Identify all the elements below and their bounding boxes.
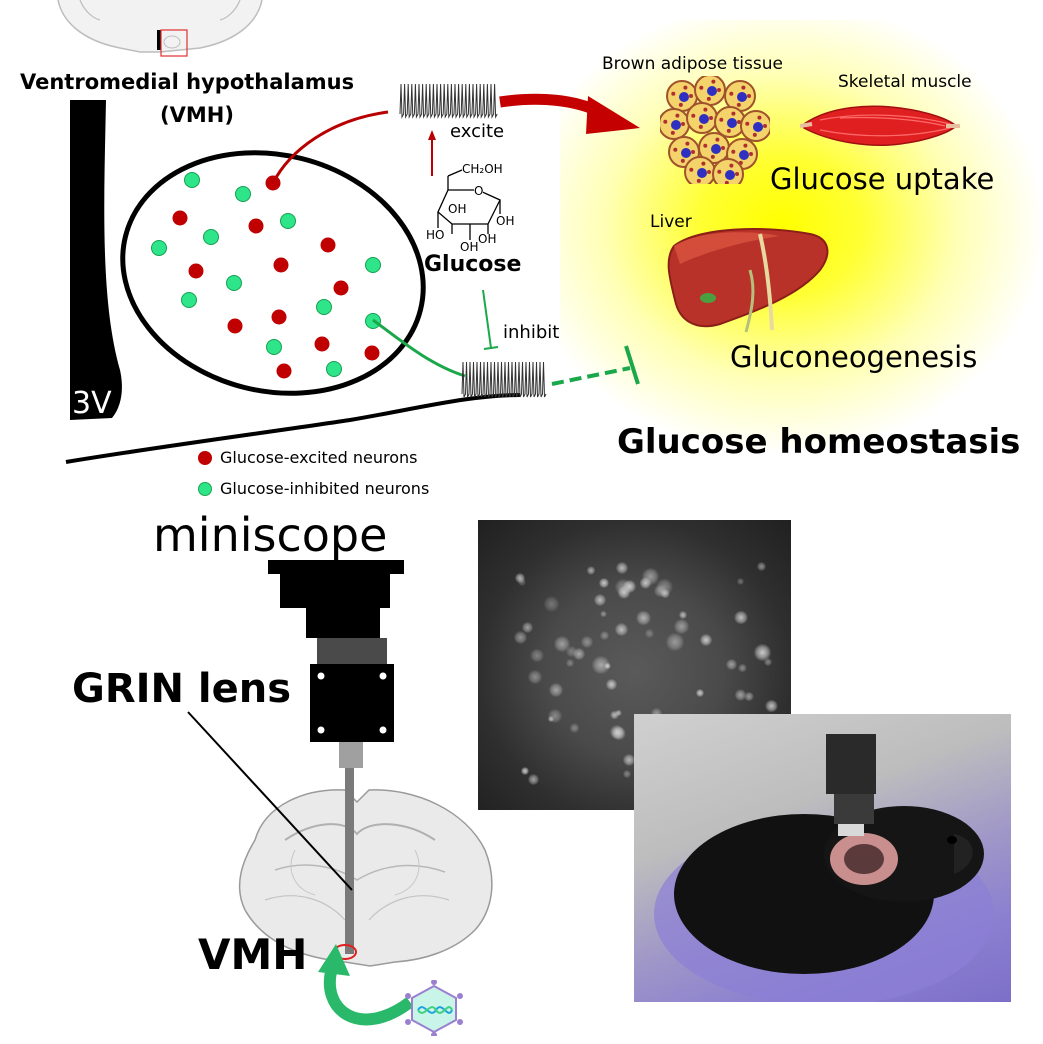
mouse-with-miniscope-photo: [634, 714, 1011, 1002]
glucose-excited-neuron: [273, 257, 289, 273]
glucose-excited-neuron: [172, 210, 188, 226]
inhibit-label: inhibit: [503, 322, 560, 343]
glucose-excited-neuron: [320, 237, 336, 253]
excite-connection: [271, 110, 389, 184]
brown-adipose-label: Brown adipose tissue: [602, 54, 783, 74]
glucose-excited-neuron: [227, 318, 243, 334]
miniscope-device: [268, 560, 404, 768]
vmh-title-line1: Ventromedial hypothalamus: [20, 70, 355, 94]
liver-icon: [667, 228, 829, 333]
glucose-inhibited-neuron: [151, 240, 167, 256]
glucose-uptake-label: Glucose uptake: [770, 162, 995, 196]
excited-dot-icon: [198, 451, 212, 465]
vmh-boundary-curve: [65, 393, 521, 464]
glucose-excited-neuron: [271, 309, 287, 325]
glucose-label: Glucose: [424, 252, 522, 277]
glucose-inhibited-neuron: [184, 172, 200, 188]
miniscope-label: miniscope: [153, 508, 388, 562]
inhibit-glucose-line: [482, 289, 492, 349]
glucose-oh-3: OH: [478, 232, 497, 246]
brown-adipose-tissue-icon: [660, 76, 770, 184]
glucose-oh-1: OH: [496, 214, 515, 228]
grin-lens-pointer: [187, 711, 353, 891]
inhibit-connection: [372, 318, 466, 378]
inhibit-output-dashed: [551, 366, 631, 386]
glucose-inhibited-neuron: [326, 361, 342, 377]
glucose-inhibited-neuron: [266, 339, 282, 355]
glucose-excited-neuron: [276, 363, 292, 379]
legend-inhibited-label: Glucose-inhibited neurons: [220, 479, 430, 498]
grin-lens-label: GRIN lens: [72, 666, 292, 712]
glucose-inhibited-neuron: [280, 213, 296, 229]
glucose-oh-4: OH: [460, 240, 479, 254]
skeletal-muscle-label: Skeletal muscle: [838, 72, 972, 92]
vmh-nucleus-ellipse: [120, 150, 426, 396]
glucose-excited-neuron: [333, 280, 349, 296]
glucose-ho: HO: [426, 228, 445, 242]
glucose-excited-neuron: [248, 218, 264, 234]
glucose-excited-neuron: [364, 345, 380, 361]
third-ventricle: [70, 100, 122, 420]
legend-excited-label: Glucose-excited neurons: [220, 448, 418, 467]
glucose-oh-2: OH: [448, 202, 467, 216]
inhibited-spike-trace: [461, 361, 547, 398]
brain-section-thumbnail: [57, 0, 263, 57]
virus-injection-arrow: [324, 966, 414, 1026]
virus-icon: [405, 980, 463, 1036]
skeletal-muscle-icon: [800, 105, 960, 146]
vmh-label: VMH: [198, 930, 308, 979]
glucose-inhibited-neuron: [226, 275, 242, 291]
inhibited-dot-icon: [198, 482, 212, 496]
glucose-inhibited-neuron: [181, 292, 197, 308]
excited-spike-trace: [399, 83, 498, 119]
ventricle-label: 3V: [72, 386, 112, 421]
excite-label: excite: [450, 121, 505, 142]
glucose-inhibited-neuron: [365, 257, 381, 273]
glucose-excited-neuron: [188, 263, 204, 279]
glucose-inhibited-neuron: [203, 229, 219, 245]
glucose-ring-o: O: [474, 184, 484, 198]
liver-label: Liver: [650, 212, 692, 232]
vmh-title-line2: (VMH): [160, 103, 234, 127]
grin-lens-rod: [345, 768, 354, 954]
glucose-inhibited-neuron: [235, 186, 251, 202]
glucose-excited-neuron: [314, 336, 330, 352]
gluconeogenesis-label: Gluconeogenesis: [730, 340, 978, 374]
glucose-ch2oh: CH₂OH: [462, 162, 503, 176]
glucose-inhibited-neuron: [316, 299, 332, 315]
glucose-homeostasis-label: Glucose homeostasis: [617, 422, 1021, 462]
neuron-dots: [151, 172, 381, 379]
